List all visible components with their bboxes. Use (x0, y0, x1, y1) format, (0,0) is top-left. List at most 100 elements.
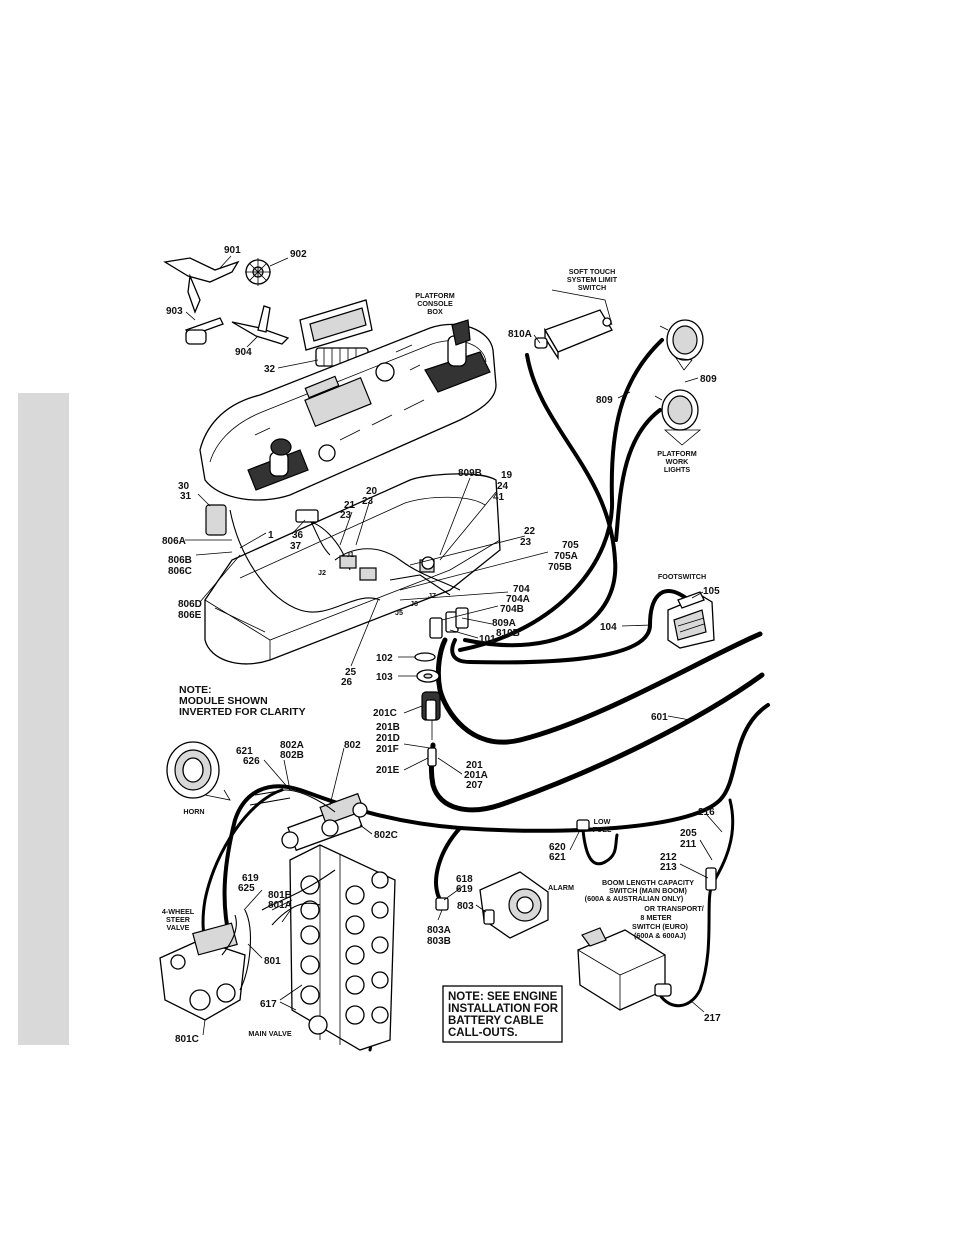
label-216: 216 (698, 807, 715, 818)
footswitch (667, 591, 715, 649)
label-j5: J5 (395, 608, 403, 617)
caption-boom-2: SWITCH (MAIN BOOM) (609, 886, 687, 895)
label-601: 601 (651, 712, 668, 723)
engine-note-line-4: CALL-OUTS. (448, 1027, 518, 1039)
label-205: 205 (680, 828, 697, 839)
caption-work-lights-1: PLATFORM (657, 449, 696, 458)
bulkhead-stack (414, 652, 441, 767)
label-904: 904 (235, 347, 252, 358)
engine-note-box: NOTE: SEE ENGINE INSTALLATION FOR BATTER… (442, 985, 563, 1043)
label-j7: J7 (428, 591, 436, 600)
four-wheel-steer-valve (159, 909, 251, 1021)
label-618: 618 (456, 874, 473, 885)
caption-console-3: BOX (427, 307, 443, 316)
label-806d: 806D (178, 599, 202, 610)
label-809-right: 809 (700, 374, 717, 385)
caption-boom-1: BOOM LENGTH CAPACITY (602, 878, 694, 887)
label-31: 31 (180, 491, 192, 502)
label-23b: 23 (362, 496, 374, 507)
label-621: 621 (236, 746, 253, 757)
tool-902 (245, 258, 271, 286)
caption-console-2: CONSOLE (417, 299, 453, 308)
cable-809-lower (614, 408, 662, 542)
label-j6: J6 (410, 599, 418, 608)
work-light-upper (659, 319, 704, 371)
label-217: 217 (704, 1013, 721, 1024)
caption-soft-touch-2: SYSTEM LIMIT (567, 275, 618, 284)
label-21: 21 (344, 500, 356, 511)
cable-battery-lower (428, 672, 765, 813)
label-20: 20 (366, 486, 378, 497)
label-105: 105 (703, 586, 720, 597)
label-801b: 801B (268, 890, 292, 901)
label-22: 22 (524, 526, 536, 537)
label-705b: 705B (548, 562, 572, 573)
cable-battery-upper (435, 631, 763, 745)
cable-footswitch (450, 589, 688, 665)
label-901: 901 (224, 245, 241, 256)
caption-alarm: ALARM (548, 883, 574, 892)
engine-note-line-1: NOTE: SEE ENGINE (448, 991, 558, 1003)
label-213: 213 (660, 862, 677, 873)
leader-lines (185, 255, 723, 1036)
cable-810a (463, 353, 618, 648)
label-903: 903 (166, 306, 183, 317)
label-802: 802 (344, 740, 361, 751)
joystick-left (247, 438, 309, 491)
label-201e: 201E (376, 765, 400, 776)
label-23c: 23 (520, 537, 532, 548)
label-619a: 619 (242, 873, 259, 884)
label-801c: 801C (175, 1034, 199, 1045)
caption-boom-6: SWITCH (EURO) (632, 922, 689, 931)
module-note-line-3: INVERTED FOR CLARITY (179, 706, 306, 718)
caption-work-lights-2: WORK (666, 457, 690, 466)
caption-boom-4: OR TRANSPORT/ (644, 904, 704, 913)
label-705: 705 (562, 540, 579, 551)
caption-soft-touch-1: SOFT TOUCH (569, 267, 616, 276)
label-201f: 201F (376, 744, 399, 755)
caption-work-lights-3: LIGHTS (664, 465, 691, 474)
label-201b: 201B (376, 722, 400, 733)
label-802b: 802B (280, 750, 304, 761)
label-809-left: 809 (596, 395, 613, 406)
label-19: 19 (501, 470, 513, 481)
label-211: 211 (680, 839, 697, 850)
console-lid-switches (254, 344, 425, 441)
label-620: 620 (549, 842, 566, 853)
caption-boom-7: (600A & 600AJ) (634, 931, 687, 940)
side-tab (18, 393, 69, 1045)
label-24: 24 (497, 481, 509, 492)
label-41: 41 (493, 492, 505, 503)
valve-802 (249, 789, 368, 852)
label-806e: 806E (178, 610, 202, 621)
engine-note-line-3: BATTERY CABLE (448, 1015, 544, 1027)
caption-low-fuel-1: LOW (594, 817, 611, 826)
caption-boom-3: (600A & AUSTRALIAN ONLY) (585, 894, 684, 903)
label-626: 626 (243, 756, 260, 767)
cable-216-217 (658, 798, 735, 1008)
cable-alarm (434, 826, 462, 902)
label-104: 104 (600, 622, 617, 633)
console-box (204, 473, 501, 665)
work-light-lower (654, 389, 702, 446)
caption-4ws-1: 4-WHEEL (162, 907, 195, 916)
label-803b: 803B (427, 936, 451, 947)
label-23a: 23 (340, 510, 352, 521)
console-connectors (429, 607, 469, 639)
label-201c: 201C (373, 708, 397, 719)
label-36: 36 (292, 530, 304, 541)
console-box-harness (205, 504, 461, 613)
label-902: 902 (290, 249, 307, 260)
label-809a: 809A (492, 618, 516, 629)
caption-console-1: PLATFORM (415, 291, 454, 300)
label-25: 25 (345, 667, 357, 678)
caption-boom-5: 8 METER (640, 913, 672, 922)
cable-809-upper (458, 338, 664, 652)
label-621b: 621 (549, 852, 566, 863)
part-labels: 901 902 903 904 32 30 31 806A 806B 806C … (162, 245, 721, 1045)
alarm (435, 871, 549, 939)
label-704: 704 (513, 584, 530, 595)
tool-901 (163, 257, 240, 314)
label-32: 32 (264, 364, 276, 375)
